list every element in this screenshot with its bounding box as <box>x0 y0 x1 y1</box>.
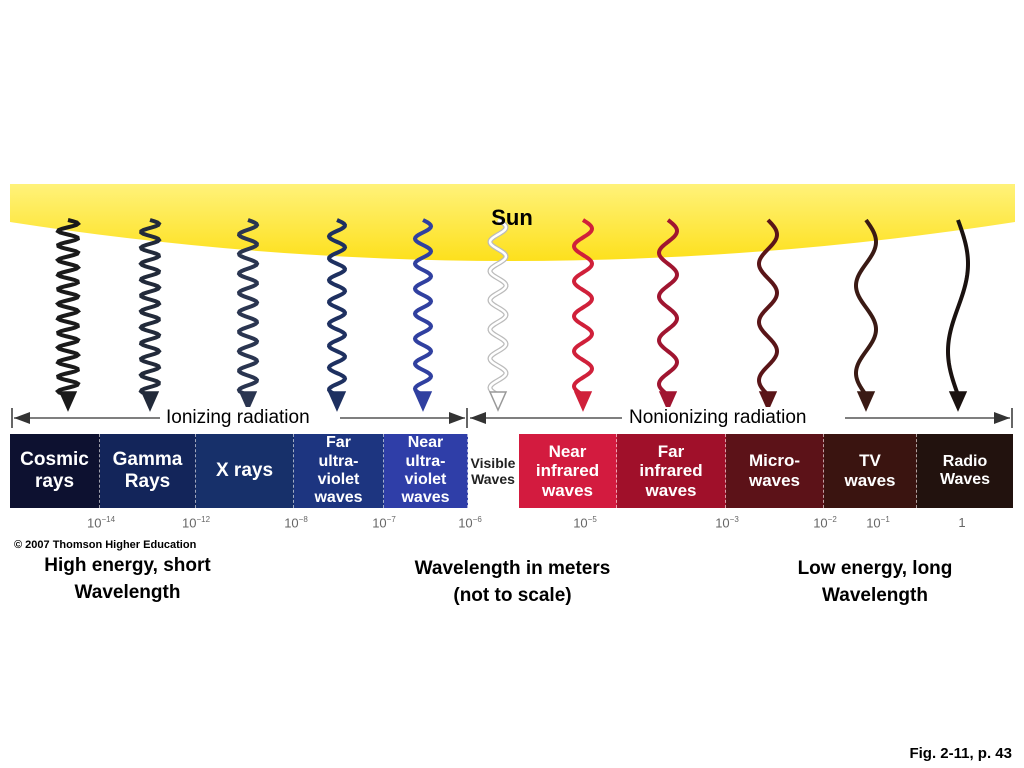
wave-7 <box>657 218 679 397</box>
tick-label: 10−14 <box>87 515 115 530</box>
band-7: Far infrared waves <box>617 434 726 508</box>
band-label: Cosmic rays <box>20 449 89 492</box>
ionizing-radiation-label: Ionizing radiation <box>162 407 314 429</box>
caption-wavelength: Wavelength in meters (not to scale) <box>414 558 611 606</box>
tick-exponent: −14 <box>101 515 116 524</box>
band-label: Near infrared waves <box>535 441 600 500</box>
wave-2 <box>236 218 260 397</box>
wave-arrowhead-3 <box>327 391 347 412</box>
tick-base: 10 <box>866 515 881 531</box>
band-label: Near ultra- violet waves <box>401 434 450 507</box>
band-3: Far ultra- violet waves <box>294 434 384 508</box>
wave-arrows <box>55 217 971 412</box>
wave-arrowhead-2 <box>238 391 258 412</box>
wave-9 <box>854 218 878 397</box>
ionizing-arrow-right <box>449 412 465 424</box>
tick-base: 1 <box>958 515 966 530</box>
wave-visible-inner <box>488 218 508 397</box>
tick-exponent: −2 <box>827 515 837 524</box>
band-4: Near ultra- violet waves <box>384 434 468 508</box>
ionizing-arrow-left <box>14 412 30 424</box>
caption-low-energy: Low energy, long Wavelength <box>797 558 953 606</box>
tick-exponent: −1 <box>880 515 890 524</box>
tick-exponent: −6 <box>472 515 482 524</box>
nonionizing-arrow-right <box>994 412 1010 424</box>
wave-arrowhead-8 <box>758 391 778 412</box>
tick-label: 10−2 <box>813 515 837 530</box>
sun-and-waves-graphic <box>10 184 1015 428</box>
tick-exponent: −12 <box>196 515 211 524</box>
band-6: Near infrared waves <box>519 434 617 508</box>
band-label: Micro- waves <box>748 451 801 490</box>
tick-label: 1 <box>958 515 965 530</box>
sun-label: Sun <box>491 205 533 230</box>
wave-1 <box>138 218 162 397</box>
tick-base: 10 <box>372 515 387 531</box>
wave-8 <box>756 218 780 397</box>
band-10: Radio Waves <box>917 434 1013 508</box>
spectrum-bands: Cosmic rays Gamma Rays X rays Far ultra- vi… <box>10 434 1013 508</box>
tick-base: 10 <box>181 515 197 531</box>
wave-10 <box>945 219 971 396</box>
tick-base: 10 <box>715 515 730 531</box>
nonionizing-arrow-left <box>470 412 486 424</box>
band-8: Micro- waves <box>726 434 824 508</box>
band-label: Far infrared waves <box>639 441 703 500</box>
tick-exponent: −7 <box>386 515 396 524</box>
band-label: X rays <box>215 460 274 482</box>
wave-arrowhead-6 <box>573 391 593 412</box>
tick-label: 10−8 <box>284 515 308 530</box>
tick-label: 10−7 <box>372 515 396 530</box>
tick-label: 10−12 <box>182 515 210 530</box>
wave-arrowhead-7 <box>658 391 678 412</box>
tick-base: 10 <box>284 515 299 531</box>
wave-4 <box>412 218 434 397</box>
tick-base: 10 <box>458 515 473 531</box>
radiation-axis <box>11 408 1013 428</box>
tick-label: 10−6 <box>458 515 482 530</box>
tick-exponent: −5 <box>587 515 597 524</box>
tick-base: 10 <box>813 515 828 531</box>
tick-base: 10 <box>86 515 102 531</box>
tick-label: 10−3 <box>715 515 739 530</box>
band-label: Visible Waves <box>470 454 516 487</box>
wave-arrowhead-9 <box>856 391 876 412</box>
figure-reference: Fig. 2-11, p. 43 <box>909 745 1012 762</box>
wave-arrowhead-0 <box>58 391 78 412</box>
tick-label: 10−5 <box>573 515 597 530</box>
sun-shape <box>10 184 1015 261</box>
caption-high-energy: High energy, short Wavelength <box>44 555 211 603</box>
band-label: Radio Waves <box>939 452 991 488</box>
tick-exponent: −8 <box>298 515 308 524</box>
band-2: X rays <box>196 434 294 508</box>
copyright-text: © 2007 Thomson Higher Education <box>14 539 197 551</box>
wave-6 <box>571 218 595 397</box>
wave-arrowhead-5 <box>488 391 508 412</box>
wave-arrowhead-4 <box>413 391 433 412</box>
band-5: Visible Waves <box>468 434 519 508</box>
band-label: Far ultra- violet waves <box>314 434 363 507</box>
wave-arrowhead-1 <box>140 391 160 412</box>
band-0: Cosmic rays <box>10 434 100 508</box>
wave-arrowhead-10 <box>948 391 968 412</box>
band-9: TV waves <box>824 434 917 508</box>
tick-exponent: −3 <box>729 515 739 524</box>
band-label: TV waves <box>844 451 896 490</box>
wave-3 <box>326 218 348 397</box>
band-label: Gamma Rays <box>112 449 183 492</box>
band-1: Gamma Rays <box>100 434 196 508</box>
tick-label: 10−1 <box>866 515 890 530</box>
tick-base: 10 <box>573 515 588 531</box>
nonionizing-radiation-label: Nonionizing radiation <box>625 407 811 429</box>
wave-0 <box>55 218 81 397</box>
